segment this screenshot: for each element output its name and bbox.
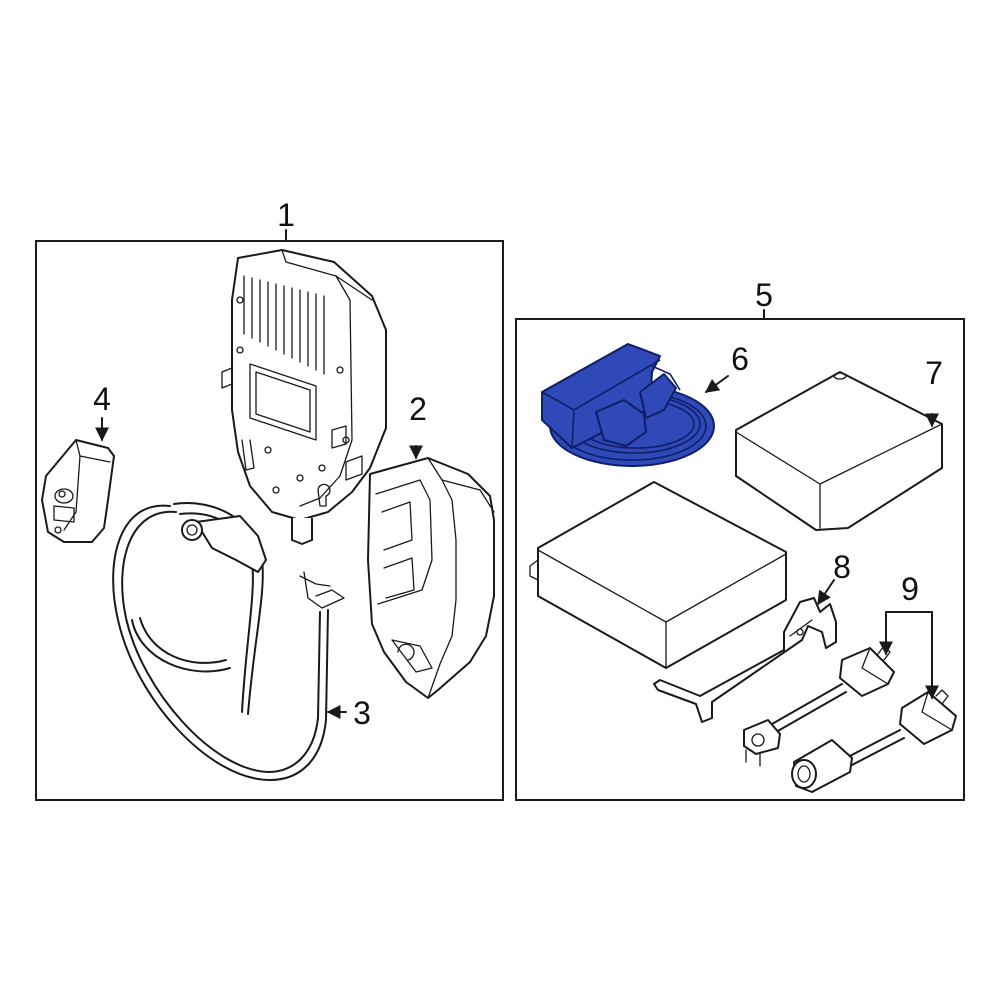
callout-7[interactable]: 7 [925,355,943,391]
mounting-bracket-part[interactable] [653,597,837,723]
callout-8[interactable]: 8 [833,549,851,585]
callout-2[interactable]: 2 [409,391,427,427]
callout-3[interactable]: 3 [353,695,371,731]
group-frame-right [515,318,965,801]
callout-8-arrow [817,579,835,606]
callout-6-arrow [704,375,729,393]
adapter-part-lower[interactable] [791,689,957,793]
callout-6[interactable]: 6 [731,341,749,377]
callout-9[interactable]: 9 [901,571,919,607]
adapter-part-upper[interactable] [743,645,895,767]
charger-unit-part[interactable] [221,249,387,545]
storage-box [529,481,787,669]
portable-charging-cable-part[interactable] [541,343,715,467]
storage-case-part[interactable] [735,371,943,531]
callout-5[interactable]: 5 [755,277,773,313]
group-frame-left [35,240,504,801]
cable-holster-part[interactable] [41,439,115,543]
callout-4[interactable]: 4 [93,381,111,417]
front-cover-part[interactable] [367,457,495,699]
charging-cable-part[interactable] [112,502,345,781]
callout-1[interactable]: 1 [277,197,295,233]
